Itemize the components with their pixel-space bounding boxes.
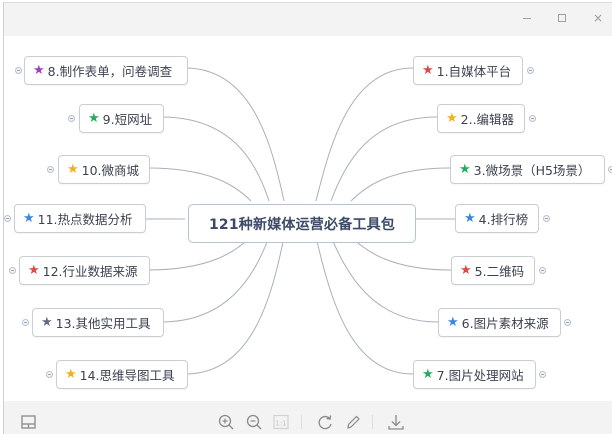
branch-node-12[interactable]: ★ 12.行业数据来源 bbox=[19, 256, 150, 285]
title-bar: × bbox=[4, 3, 612, 36]
collapse-toggle[interactable] bbox=[564, 319, 571, 326]
branch-label: 5.二维码 bbox=[474, 264, 525, 279]
star-icon: ★ bbox=[464, 211, 476, 226]
branch-label: 9.短网址 bbox=[102, 112, 153, 127]
minimize-icon bbox=[523, 18, 531, 19]
edit-button[interactable] bbox=[344, 413, 362, 431]
branch-node-4[interactable]: ★ 4.排行榜 bbox=[455, 204, 539, 233]
mindmap-canvas: 121种新媒体运营必备工具包 ★ 8.制作表单，问卷调查 ★ 9.短网址 ★ 1… bbox=[4, 36, 612, 401]
branch-label: 3.微场景（H5场景） bbox=[473, 163, 591, 178]
collapse-toggle[interactable] bbox=[539, 267, 546, 274]
rotate-button[interactable] bbox=[316, 413, 334, 431]
collapse-toggle[interactable] bbox=[68, 115, 75, 122]
star-icon: ★ bbox=[459, 162, 471, 177]
collapse-toggle[interactable] bbox=[539, 371, 546, 378]
star-icon: ★ bbox=[447, 315, 459, 330]
collapse-toggle[interactable] bbox=[4, 215, 11, 222]
branch-node-9[interactable]: ★ 9.短网址 bbox=[79, 104, 164, 133]
download-button[interactable] bbox=[387, 413, 405, 431]
branch-node-8[interactable]: ★ 8.制作表单，问卷调查 bbox=[24, 56, 188, 85]
branch-node-10[interactable]: ★ 10.微商城 bbox=[58, 155, 150, 184]
collapse-toggle[interactable] bbox=[22, 319, 29, 326]
svg-text:1:1: 1:1 bbox=[275, 420, 286, 428]
actual-size-button[interactable]: 1:1 bbox=[272, 413, 290, 431]
layout-panel-icon bbox=[21, 415, 36, 429]
collapse-toggle[interactable] bbox=[608, 166, 612, 173]
zoom-out-icon bbox=[246, 414, 262, 430]
collapse-toggle[interactable] bbox=[527, 67, 534, 74]
zoom-out-button[interactable] bbox=[245, 413, 263, 431]
root-node[interactable]: 121种新媒体运营必备工具包 bbox=[188, 204, 416, 243]
actual-size-icon: 1:1 bbox=[273, 414, 289, 430]
star-icon: ★ bbox=[23, 211, 35, 226]
root-label: 121种新媒体运营必备工具包 bbox=[208, 216, 396, 233]
branch-node-3[interactable]: ★ 3.微场景（H5场景） bbox=[450, 155, 605, 184]
zoom-in-icon bbox=[218, 414, 234, 430]
star-icon: ★ bbox=[460, 263, 472, 278]
branch-label: 13.其他实用工具 bbox=[55, 316, 151, 331]
rotate-icon bbox=[318, 415, 332, 430]
branch-label: 11.热点数据分析 bbox=[37, 212, 133, 227]
minimize-button[interactable] bbox=[517, 10, 537, 26]
toolbar-divider bbox=[301, 415, 302, 429]
star-icon: ★ bbox=[422, 63, 434, 78]
layout-panel-button[interactable] bbox=[20, 413, 38, 431]
collapse-toggle[interactable] bbox=[15, 67, 22, 74]
collapse-toggle[interactable] bbox=[47, 166, 54, 173]
star-icon: ★ bbox=[422, 367, 434, 382]
branch-node-13[interactable]: ★ 13.其他实用工具 bbox=[32, 308, 164, 337]
branch-label: 2..编辑器 bbox=[460, 112, 515, 127]
branch-node-11[interactable]: ★ 11.热点数据分析 bbox=[14, 204, 146, 233]
collapse-toggle[interactable] bbox=[529, 115, 536, 122]
star-icon: ★ bbox=[65, 367, 77, 382]
star-icon: ★ bbox=[88, 111, 100, 126]
branch-node-2[interactable]: ★ 2..编辑器 bbox=[437, 104, 525, 133]
maximize-icon bbox=[558, 14, 566, 22]
branch-label: 4.排行榜 bbox=[478, 212, 529, 227]
branch-node-7[interactable]: ★ 7.图片处理网站 bbox=[413, 360, 536, 389]
branch-label: 6.图片素材来源 bbox=[461, 316, 549, 331]
bottom-toolbar: 1:1 bbox=[4, 401, 612, 434]
download-icon bbox=[388, 415, 404, 430]
star-icon: ★ bbox=[28, 263, 40, 278]
collapse-toggle[interactable] bbox=[9, 267, 16, 274]
collapse-toggle[interactable] bbox=[543, 215, 550, 222]
branch-label: 14.思维导图工具 bbox=[79, 368, 175, 383]
close-button[interactable]: × bbox=[592, 11, 604, 25]
branch-node-5[interactable]: ★ 5.二维码 bbox=[451, 256, 535, 285]
star-icon: ★ bbox=[67, 162, 79, 177]
toolbar-divider bbox=[372, 415, 373, 429]
maximize-button[interactable] bbox=[552, 10, 572, 26]
branch-label: 1.自媒体平台 bbox=[436, 64, 512, 79]
image-viewer-window: × 121种新媒 bbox=[3, 2, 612, 434]
zoom-in-button[interactable] bbox=[217, 413, 235, 431]
branch-label: 12.行业数据来源 bbox=[42, 264, 138, 279]
star-icon: ★ bbox=[33, 63, 45, 78]
branch-node-14[interactable]: ★ 14.思维导图工具 bbox=[56, 360, 188, 389]
branch-label: 8.制作表单，问卷调查 bbox=[47, 64, 173, 79]
edit-pencil-icon bbox=[347, 415, 360, 429]
branch-label: 7.图片处理网站 bbox=[436, 368, 524, 383]
star-icon: ★ bbox=[446, 111, 458, 126]
branch-label: 10.微商城 bbox=[81, 163, 140, 178]
star-icon: ★ bbox=[41, 315, 53, 330]
collapse-toggle[interactable] bbox=[46, 371, 53, 378]
branch-node-1[interactable]: ★ 1.自媒体平台 bbox=[413, 56, 523, 85]
branch-node-6[interactable]: ★ 6.图片素材来源 bbox=[438, 308, 561, 337]
